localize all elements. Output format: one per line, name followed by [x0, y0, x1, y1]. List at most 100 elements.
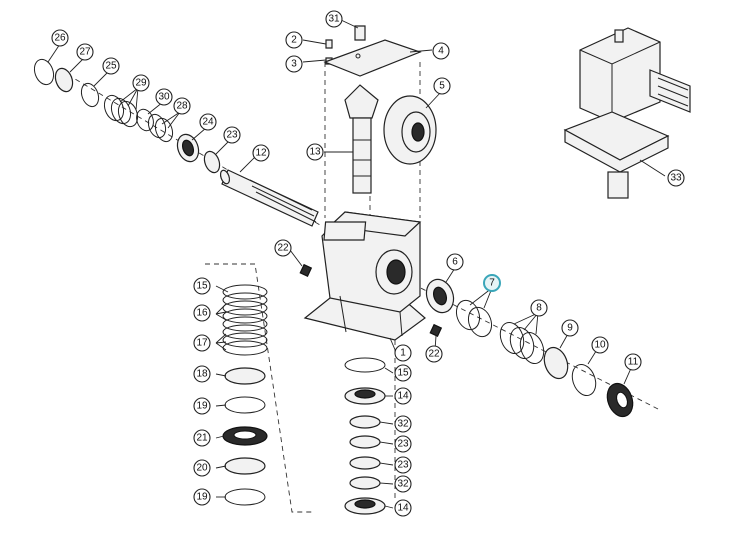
circlip-10	[571, 364, 597, 396]
svg-text:29: 29	[135, 78, 147, 89]
circlip-19-lower	[224, 488, 266, 506]
callout-6[interactable]: 6	[446, 253, 464, 271]
callout-23-lower[interactable]: 23	[394, 456, 412, 474]
callout-11[interactable]: 11	[624, 353, 642, 371]
washer-27	[54, 67, 74, 93]
vertical-parts-stack-left	[222, 284, 268, 506]
ring-32-upper	[349, 415, 381, 429]
input-shaft-12	[219, 169, 319, 227]
assembled-gearbox-33	[563, 27, 691, 199]
callout-12[interactable]: 12	[252, 144, 270, 162]
svg-text:15: 15	[196, 281, 208, 292]
svg-text:14: 14	[397, 503, 409, 514]
bearing-6	[425, 278, 455, 314]
callout-30[interactable]: 30	[155, 88, 173, 106]
svg-text:6: 6	[452, 257, 458, 268]
callout-25[interactable]: 25	[102, 57, 120, 75]
circlip-19-upper	[224, 396, 266, 414]
callout-19-upper[interactable]: 19	[193, 397, 211, 415]
shim-set-8	[499, 322, 545, 364]
svg-text:2: 2	[291, 35, 297, 46]
callout-22-lower[interactable]: 22	[425, 345, 443, 363]
ring-30	[136, 108, 154, 132]
callout-2[interactable]: 2	[285, 31, 303, 49]
callout-5[interactable]: 5	[433, 77, 451, 95]
callout-17[interactable]: 17	[193, 334, 211, 352]
svg-text:22: 22	[277, 243, 289, 254]
oil-seal-11	[606, 382, 634, 418]
svg-text:5: 5	[439, 81, 445, 92]
ring-15-lower	[344, 357, 386, 373]
callout-21[interactable]: 21	[193, 429, 211, 447]
callout-10[interactable]: 10	[591, 336, 609, 354]
svg-text:8: 8	[536, 303, 542, 314]
ring-32-lower	[349, 476, 381, 490]
callout-33[interactable]: 33	[667, 169, 685, 187]
callout-23-left[interactable]: 23	[223, 126, 241, 144]
callout-20[interactable]: 20	[193, 459, 211, 477]
callout-4[interactable]: 4	[432, 42, 450, 60]
svg-text:17: 17	[196, 338, 208, 349]
svg-text:11: 11	[628, 357, 639, 368]
callouts: 26 27 25 29 30 28 24 23 12 31 2 3 4 5 13…	[51, 10, 685, 517]
callout-22-upper[interactable]: 22	[274, 239, 292, 257]
svg-text:15: 15	[397, 368, 409, 379]
shim-stack-28	[147, 113, 174, 143]
svg-text:33: 33	[670, 173, 682, 184]
callout-9[interactable]: 9	[561, 319, 579, 337]
shim-stack-29	[103, 94, 139, 128]
svg-text:19: 19	[196, 492, 208, 503]
svg-text:23: 23	[397, 460, 409, 471]
svg-text:24: 24	[202, 117, 214, 128]
callout-8[interactable]: 8	[530, 299, 548, 317]
ring-23-lower	[349, 456, 381, 470]
callout-13[interactable]: 13	[306, 143, 324, 161]
callout-14-lower[interactable]: 14	[394, 499, 412, 517]
callout-29[interactable]: 29	[132, 74, 150, 92]
svg-text:18: 18	[196, 369, 208, 380]
callout-18[interactable]: 18	[193, 365, 211, 383]
svg-text:10: 10	[594, 340, 606, 351]
svg-text:13: 13	[309, 147, 321, 158]
callout-7[interactable]: 7	[483, 274, 501, 292]
gearbox-housing-1	[303, 211, 426, 341]
svg-text:9: 9	[567, 323, 573, 334]
ring-23-upper	[349, 435, 381, 449]
callout-15-left[interactable]: 15	[193, 277, 211, 295]
callout-24[interactable]: 24	[199, 113, 217, 131]
right-shaft-parts	[425, 278, 634, 418]
callout-19-lower[interactable]: 19	[193, 488, 211, 506]
svg-text:23: 23	[397, 439, 409, 450]
callout-32-upper[interactable]: 32	[394, 415, 412, 433]
callout-15-right[interactable]: 15	[394, 364, 412, 382]
washer-20	[224, 457, 266, 475]
ring-18	[224, 367, 266, 385]
top-cover-parts	[323, 25, 422, 77]
callout-27[interactable]: 27	[76, 43, 94, 61]
svg-text:12: 12	[255, 148, 267, 159]
callout-31[interactable]: 31	[325, 10, 343, 28]
callout-14-upper[interactable]: 14	[394, 387, 412, 405]
svg-text:19: 19	[196, 401, 208, 412]
callout-26[interactable]: 26	[51, 29, 69, 47]
callout-23-upper[interactable]: 23	[394, 435, 412, 453]
svg-text:21: 21	[196, 433, 208, 444]
callout-28[interactable]: 28	[173, 97, 191, 115]
callout-32-lower[interactable]: 32	[394, 475, 412, 493]
bevel-pinion-13	[344, 84, 379, 194]
circlip-26	[33, 58, 55, 86]
leader-lines	[47, 19, 666, 509]
shim-pair-7	[455, 299, 493, 338]
svg-text:1: 1	[400, 348, 406, 359]
bearing-14-upper	[344, 387, 386, 405]
svg-text:31: 31	[328, 14, 340, 25]
svg-text:4: 4	[438, 46, 444, 57]
callout-16[interactable]: 16	[193, 304, 211, 322]
cover-plate-4	[323, 39, 422, 77]
svg-text:20: 20	[196, 463, 208, 474]
svg-text:32: 32	[397, 479, 409, 490]
callout-3[interactable]: 3	[285, 55, 303, 73]
callout-1[interactable]: 1	[394, 344, 412, 362]
svg-text:28: 28	[176, 101, 188, 112]
